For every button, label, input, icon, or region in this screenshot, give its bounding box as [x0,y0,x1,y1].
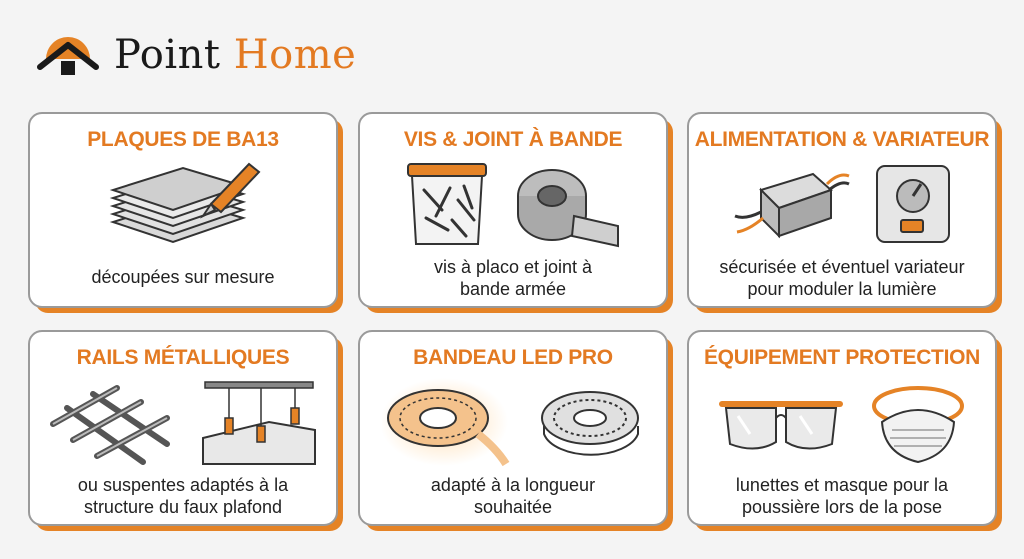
card-title: RAILS MÉTALLIQUES [76,346,290,369]
card-title: ÉQUIPEMENT PROTECTION [703,346,981,369]
card-illustration [30,378,336,468]
card-desc-line1: lunettes et masque pour la [735,475,949,495]
card-desc-line1: découpées sur mesure [91,267,275,287]
card-description: ou suspentes adaptés à la structure du f… [38,474,328,518]
card-illustration [689,160,995,250]
card-desc-line1: ou suspentes adaptés à la [77,475,289,495]
card-alimentation: ALIMENTATION & VARIATEUR sécurisée et év… [687,112,997,308]
dimmer-switch-icon [876,165,950,243]
card-title: VIS & JOINT À BANDE [403,128,623,151]
card-equipement: ÉQUIPEMENT PROTECTION lunettes et masque… [687,330,997,526]
card-desc-line2: souhaitée [473,497,553,517]
card-desc-line1: vis à placo et joint à [433,257,593,277]
header: Point Home [36,20,356,90]
card-desc-line1: adapté à la longueur [430,475,596,495]
power-supply-icon [734,172,850,239]
led-reel-glow-icon [382,378,510,467]
card-title: PLAQUES DE BA13 [87,128,279,151]
card-illustration [360,378,666,468]
house-sun-logo-icon [37,37,99,75]
card-bandeau-led: BANDEAU LED PRO adapté à la longueur sou… [358,330,668,526]
card-description: lunettes et masque pour la poussière lor… [697,474,987,518]
tape-roll-icon [517,169,619,248]
plasterboard-stack-icon [109,166,247,244]
card-desc-line2: structure du faux plafond [83,497,283,517]
card-rails: RAILS MÉTALLIQUES ou suspentes adaptés [28,330,338,526]
led-reel-icon [541,391,639,456]
card-description: sécurisée et éventuel variateur pour mod… [697,256,987,300]
card-description: adapté à la longueur souhaitée [368,474,658,518]
card-title: BANDEAU LED PRO [413,346,613,369]
brand-name-part1: Point [114,32,221,78]
cutter-knife-icon [200,162,261,219]
screw-box-icon [407,163,487,245]
metal-grid-icon [50,385,170,465]
card-vis-joint: VIS & JOINT À BANDE vis à placo et joint… [358,112,668,308]
card-desc-line2: bande armée [459,279,567,299]
dust-mask-icon [872,386,964,464]
card-illustration [30,160,336,250]
brand-name-part2: Home [233,32,357,78]
card-illustration [689,378,995,468]
card-title: ALIMENTATION & VARIATEUR [694,128,990,151]
suspension-rail-icon [202,381,316,465]
safety-goggles-icon [719,401,843,450]
card-desc-line2: poussière lors de la pose [741,497,943,517]
card-plaques-ba13: PLAQUES DE BA13 découpées sur mesure [28,112,338,308]
card-desc-line2: pour moduler la lumière [747,279,937,299]
card-desc-line1: sécurisée et éventuel variateur [719,257,965,277]
card-description: vis à placo et joint à bande armée [368,256,658,300]
brand-name: Point Home [114,32,356,78]
card-description: découpées sur mesure [38,266,328,288]
card-illustration [360,160,666,250]
